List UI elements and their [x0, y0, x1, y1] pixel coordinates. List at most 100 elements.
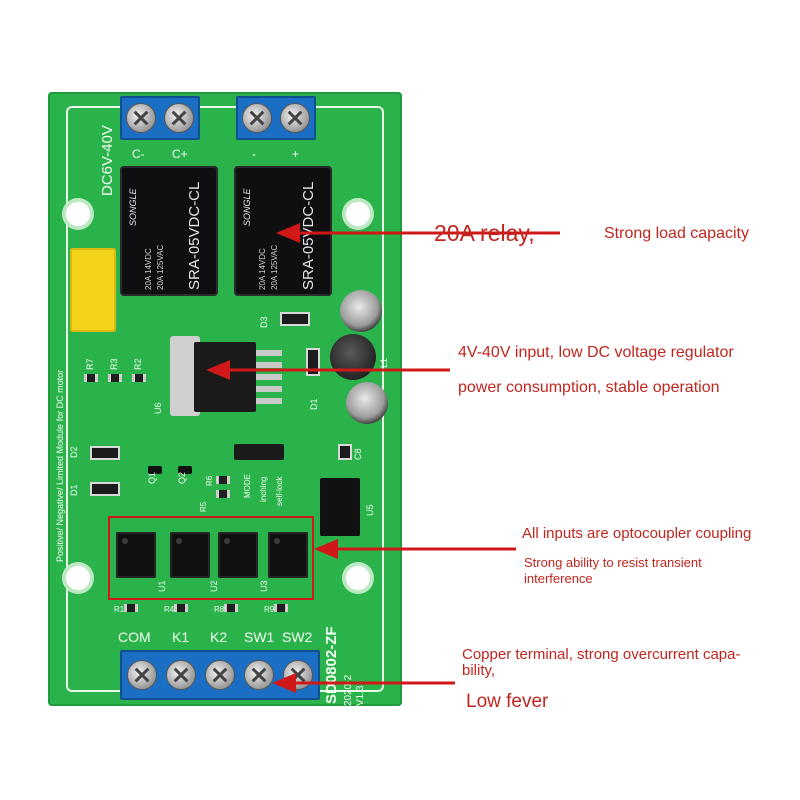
terminal-block-motor	[120, 96, 200, 140]
relay-brand-label: SONGLE	[242, 188, 252, 226]
relay-rating-label: 20A 125VAC	[156, 244, 165, 290]
screw-icon	[165, 660, 196, 690]
screw-icon	[126, 103, 156, 133]
terminal-block-inputs	[120, 650, 320, 700]
model-label: SD0802-ZF	[323, 626, 340, 704]
relay-model-label: SRA-05VDC-CL	[300, 181, 317, 290]
terminal-annotation-line2: bility,	[462, 662, 496, 679]
mounting-hole-top-left	[66, 202, 90, 226]
regulator-pin	[256, 362, 282, 368]
ref-u6: U6	[153, 402, 163, 414]
electrolytic-capacitor	[346, 382, 388, 424]
ref-q2: Q2	[177, 471, 187, 484]
relay-rating-label: 20A 14VDC	[144, 248, 153, 290]
version-label: V1.3	[355, 685, 366, 706]
film-capacitor	[70, 248, 116, 332]
ref-r1: R1	[114, 605, 125, 614]
diode-d2	[90, 446, 120, 460]
regulator-pin	[256, 374, 282, 380]
relay-annotation-desc: Strong load capacity	[604, 225, 749, 242]
ref-r5: R5	[199, 501, 208, 512]
regulator-pin	[256, 386, 282, 392]
terminal-label-k1: K1	[172, 629, 190, 645]
ref-d2: D2	[69, 446, 79, 458]
relay-rating-label: 20A 125VAC	[270, 244, 279, 290]
ref-r8: R8	[214, 605, 225, 614]
regulator-pin	[256, 398, 282, 404]
mounting-hole-bottom-left	[66, 566, 90, 590]
relay-brand-label: SONGLE	[128, 188, 138, 226]
resistor	[108, 374, 122, 382]
ref-d1: D1	[309, 398, 319, 410]
terminal-label-com: COM	[118, 629, 151, 645]
ic-u5	[320, 478, 360, 536]
resistor	[274, 604, 288, 612]
resistor	[124, 604, 138, 612]
optocoupler-highlight-box	[108, 516, 314, 600]
mounting-hole-bottom-right	[346, 566, 370, 590]
ref-r6: R6	[205, 475, 214, 486]
module-description-label: Positive/ Negative/ Limited Module for D…	[55, 369, 65, 562]
opto-annotation-line2: Strong ability to resist transient	[524, 555, 702, 570]
screw-icon	[126, 660, 157, 690]
mode-option-self-lock: self-lock	[275, 476, 284, 506]
terminal-label-minus: -	[252, 147, 256, 161]
resistor	[132, 374, 146, 382]
mode-jumper-header[interactable]	[234, 444, 284, 460]
screw-icon	[204, 660, 235, 690]
opto-annotation-line1: All inputs are optocoupler coupling	[522, 525, 752, 542]
diode-d1	[306, 348, 320, 376]
resistor	[224, 604, 238, 612]
ref-q1: Q1	[147, 471, 157, 484]
screw-icon	[164, 103, 194, 133]
pcb-board: C- C+ - + DC6V-40V SRA-05VDC-CL 20A 14VD…	[48, 92, 402, 706]
resistor	[216, 476, 230, 484]
voltage-regulator-u6	[194, 342, 256, 412]
transistor-q2	[178, 466, 192, 474]
regulator-annotation-line1: 4V-40V input, low DC voltage regulator	[458, 344, 734, 361]
regulator-pin	[256, 350, 282, 356]
capacitor-c8	[338, 444, 352, 460]
screw-icon	[242, 103, 272, 133]
terminal-annotation-line1: Copper terminal, strong overcurrent capa…	[462, 646, 741, 663]
resistor	[216, 490, 230, 498]
relay-rating-label: 20A 14VDC	[258, 248, 267, 290]
terminal-annotation-line3: Low fever	[466, 691, 549, 712]
electrolytic-capacitor	[340, 290, 382, 332]
ref-r2: R2	[133, 358, 143, 370]
terminal-label-c-plus: C+	[172, 147, 188, 161]
mode-label: MODE	[243, 474, 252, 498]
ref-d1-secondary: D1	[69, 484, 79, 496]
diode-d1-secondary	[90, 482, 120, 496]
screw-icon	[244, 660, 275, 690]
ref-r3: R3	[109, 358, 119, 370]
voltage-label: DC6V-40V	[99, 125, 116, 196]
terminal-label-plus: +	[292, 147, 300, 161]
terminal-block-power	[236, 96, 316, 140]
screw-icon	[283, 660, 314, 690]
diode-d3	[280, 312, 310, 326]
optocoupler-3	[218, 532, 258, 578]
relay-k2: SRA-05VDC-CL 20A 14VDC 20A 125VAC SONGLE	[234, 166, 332, 296]
relay-model-label: SRA-05VDC-CL	[186, 181, 203, 290]
ref-c8: C8	[353, 448, 363, 460]
screw-icon	[280, 103, 310, 133]
terminal-label-c-minus: C-	[132, 147, 145, 161]
ref-r7: R7	[85, 358, 95, 370]
mounting-hole-top-right	[346, 202, 370, 226]
optocoupler-2	[170, 532, 210, 578]
terminal-label-sw2: SW2	[282, 629, 313, 645]
terminal-label-k2: K2	[210, 629, 228, 645]
mode-option-inching: inching	[259, 476, 268, 502]
ref-u5: U5	[365, 504, 375, 516]
ref-l1: L1	[379, 357, 389, 368]
relay-k1: SRA-05VDC-CL 20A 14VDC 20A 125VAC SONGLE	[120, 166, 218, 296]
regulator-annotation-line2: power consumption, stable operation	[458, 379, 720, 396]
optocoupler-4	[268, 532, 308, 578]
resistor	[174, 604, 188, 612]
inductor-l1	[330, 334, 376, 380]
relay-annotation-title: 20A relay,	[434, 220, 535, 246]
terminal-label-sw1: SW1	[244, 629, 275, 645]
ref-r9: R9	[264, 605, 275, 614]
optocoupler-1	[116, 532, 156, 578]
